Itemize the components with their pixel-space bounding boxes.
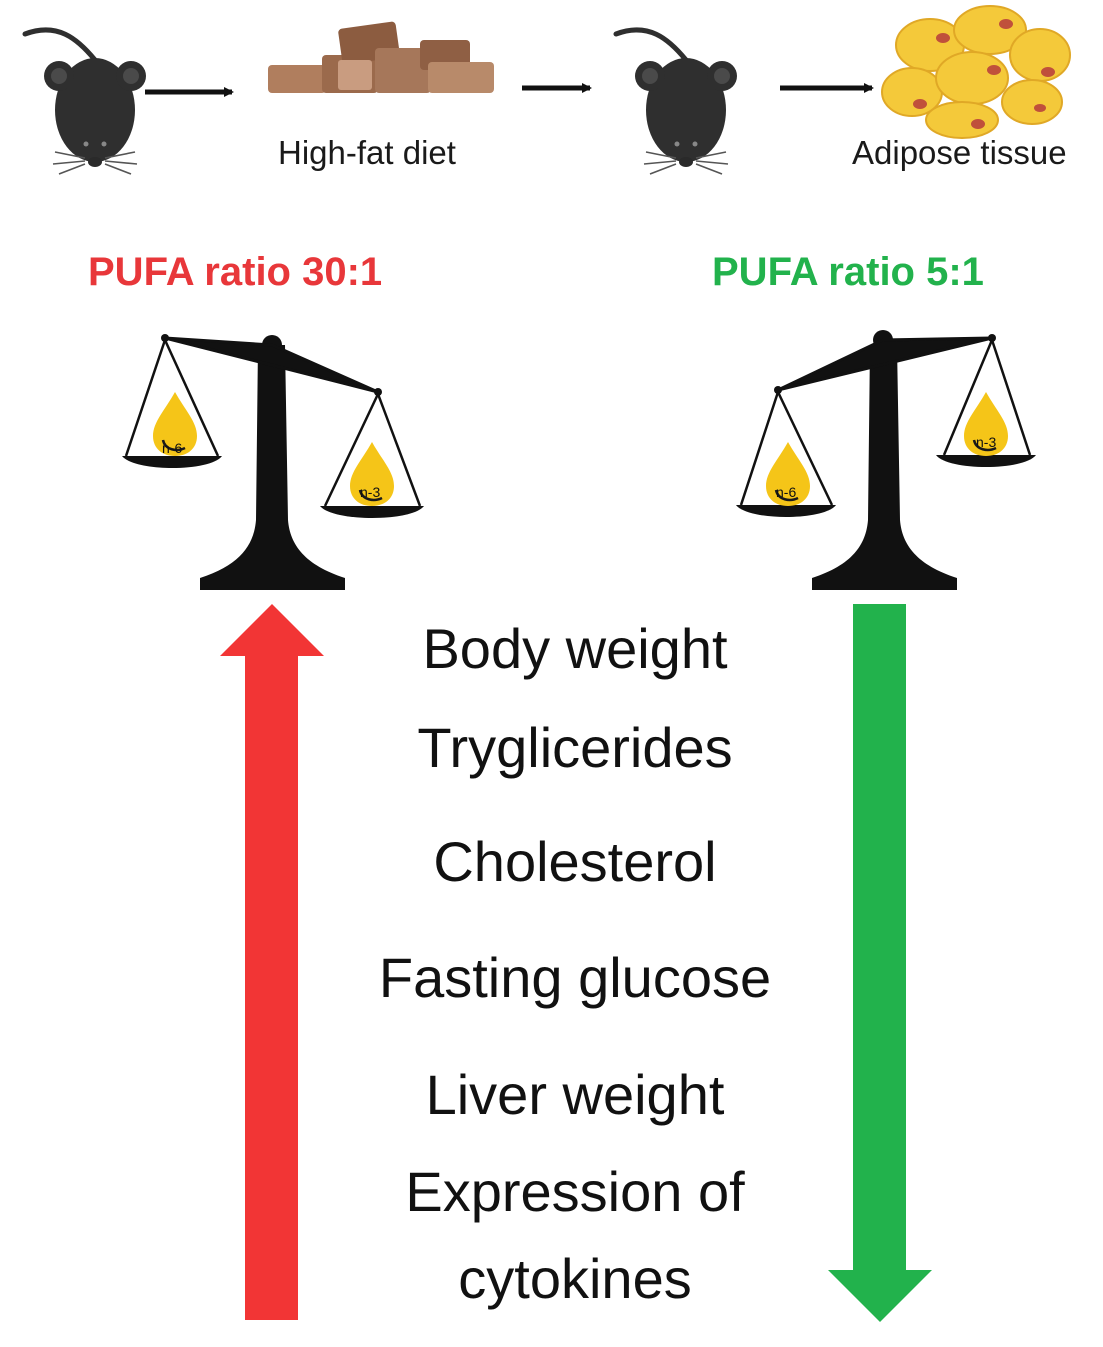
arrow-up-icon <box>220 604 324 1320</box>
balance-scale-left <box>122 334 424 590</box>
effect-item: cytokines <box>458 1247 692 1310</box>
left-pan-low-label: n-3 <box>360 484 381 500</box>
balance-scale-right <box>736 330 1036 590</box>
diet-pellets-icon <box>268 21 494 93</box>
tissue-label: Adipose tissue <box>852 134 1067 171</box>
effect-item: Tryglicerides <box>417 716 733 779</box>
effect-item: Expression of <box>405 1160 745 1223</box>
effect-item: Cholesterol <box>433 830 717 893</box>
effect-item: Fasting glucose <box>378 946 772 1009</box>
effect-item: Liver weight <box>425 1063 725 1126</box>
right-pan-low-label: n-6 <box>776 484 797 500</box>
mouse-icon <box>616 30 737 174</box>
arrow-down-icon <box>828 604 932 1322</box>
right-ratio-label: PUFA ratio 5:1 <box>712 250 984 294</box>
effect-item: Body weight <box>422 617 728 680</box>
left-pan-high-label: n-6 <box>162 440 183 456</box>
left-ratio-label: PUFA ratio 30:1 <box>88 250 383 294</box>
adipocytes-icon <box>881 5 1071 139</box>
right-pan-high-label: n-3 <box>976 434 997 450</box>
mouse-icon <box>25 30 146 174</box>
diet-label: High-fat diet <box>278 134 456 171</box>
